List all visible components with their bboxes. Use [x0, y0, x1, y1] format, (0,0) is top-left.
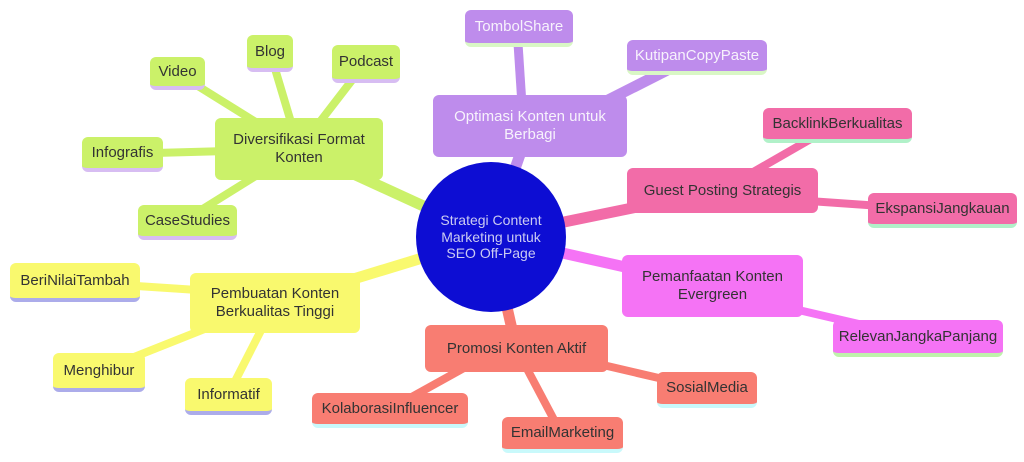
leaf-node-sosialmedia: SosialMedia	[657, 372, 757, 408]
branch-node-pemanfaatan-konten-evergreen: Pemanfaatan Konten Evergreen	[622, 255, 803, 317]
leaf-node-relevanjangkapanjang: RelevanJangkaPanjang	[833, 320, 1003, 357]
center-node-strategi-content-marketing: Strategi Content Marketing untuk SEO Off…	[416, 162, 566, 312]
leaf-node-casestudies: CaseStudies	[138, 205, 237, 240]
branch-node-diversifikasi-format-konten: Diversifikasi Format Konten	[215, 118, 383, 180]
branch-node-promosi-konten-aktif: Promosi Konten Aktif	[425, 325, 608, 372]
leaf-node-infografis: Infografis	[82, 137, 163, 172]
leaf-node-emailmarketing: EmailMarketing	[502, 417, 623, 453]
leaf-node-backlinkberkualitas: BacklinkBerkualitas	[763, 108, 912, 143]
leaf-node-blog: Blog	[247, 35, 293, 72]
leaf-node-informatif: Informatif	[185, 378, 272, 415]
leaf-node-kutipancopypaste: KutipanCopyPaste	[627, 40, 767, 75]
leaf-node-berinilaitambah: BeriNilaiTambah	[10, 263, 140, 302]
leaf-node-menghibur: Menghibur	[53, 353, 145, 392]
branch-node-optimasi-konten-untuk-berbagi: Optimasi Konten untuk Berbagi	[433, 95, 627, 157]
leaf-node-video: Video	[150, 57, 205, 90]
leaf-node-podcast: Podcast	[332, 45, 400, 83]
branch-node-pembuatan-konten-berkualitas-tinggi: Pembuatan Konten Berkualitas Tinggi	[190, 273, 360, 333]
leaf-node-tombolshare: TombolShare	[465, 10, 573, 47]
branch-node-guest-posting-strategis: Guest Posting Strategis	[627, 168, 818, 213]
leaf-node-ekspansijangkauan: EkspansiJangkauan	[868, 193, 1017, 228]
leaf-node-kolaborasiinfluencer: KolaborasiInfluencer	[312, 393, 468, 428]
